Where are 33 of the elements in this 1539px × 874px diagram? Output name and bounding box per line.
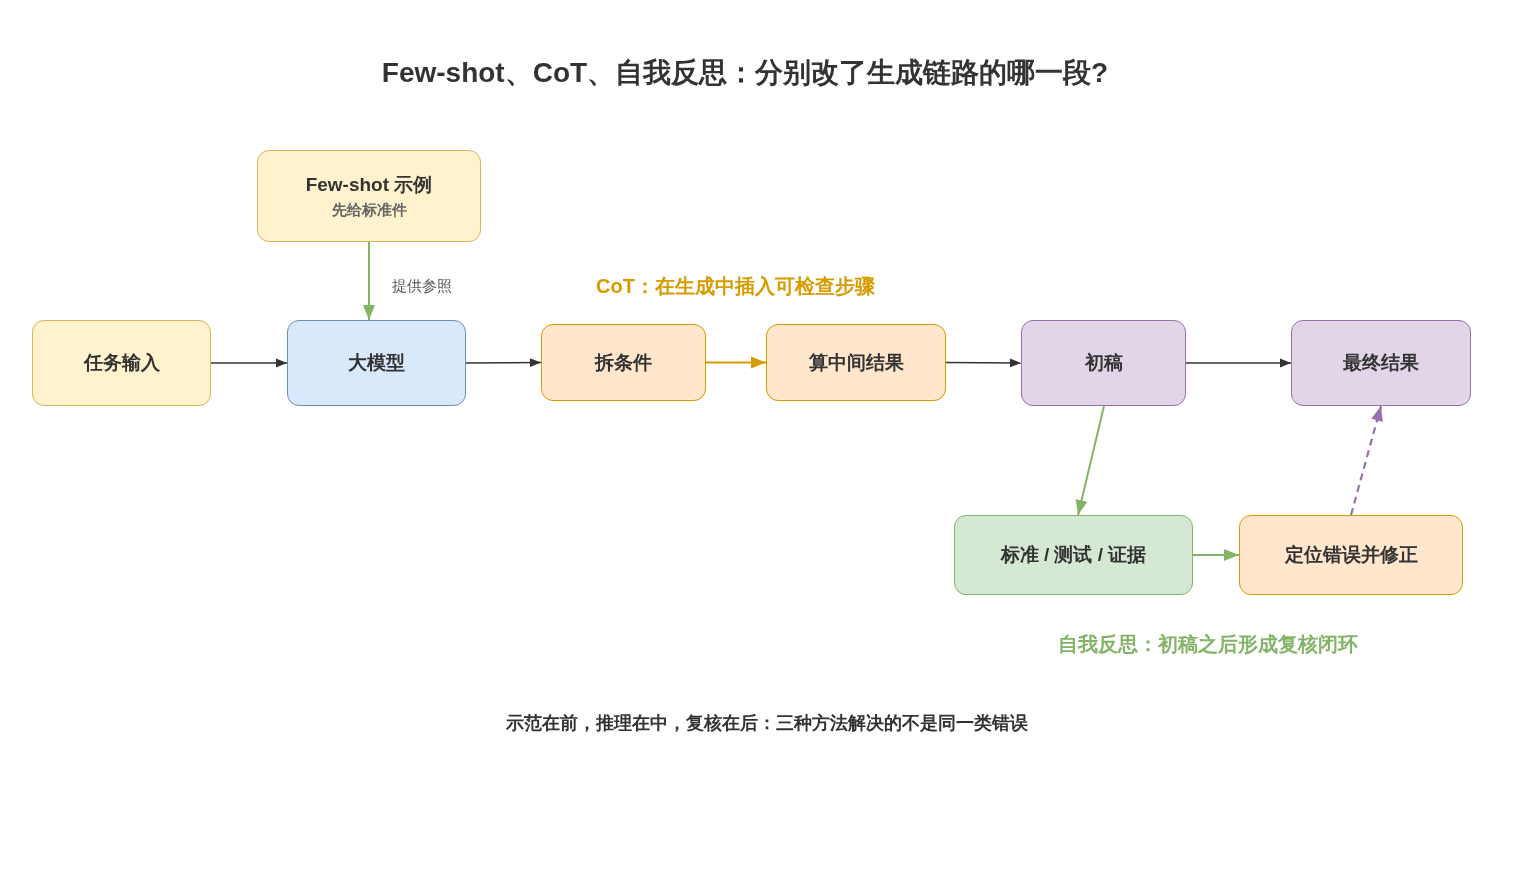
process-box — [1239, 515, 1463, 595]
arrow — [1075, 405, 1105, 516]
box-label: 拆条件 — [595, 350, 652, 375]
box-subtitle: 先给标准件 — [331, 199, 407, 220]
process-box — [1291, 320, 1471, 406]
diagram-title: Few-shot、CoT、自我反思：分别改了生成链路的哪一段? — [380, 56, 1110, 90]
section-label: CoT：在生成中插入可检查步骤 — [596, 274, 875, 299]
arrow — [1349, 405, 1383, 516]
process-box — [1021, 320, 1186, 406]
caption-text: 示范在前，推理在中，复核在后：三种方法解决的不是同一类错误 — [505, 712, 1029, 735]
process-box — [766, 324, 946, 401]
process-box — [32, 320, 211, 406]
edge-label: 提供参照 — [390, 277, 454, 296]
box-label: 标准 / 测试 / 证据 — [1000, 543, 1147, 567]
box-label: 任务输入 — [83, 351, 160, 375]
arrow — [706, 356, 766, 369]
box-label: 初稿 — [1084, 351, 1123, 375]
arrow — [363, 241, 375, 321]
arrow — [945, 358, 1022, 368]
process-box — [257, 150, 481, 242]
arrow — [210, 358, 288, 368]
box-label: 最终结果 — [1343, 351, 1419, 375]
box-label: Few-shot 示例 — [305, 172, 433, 197]
process-box — [954, 515, 1193, 595]
section-label: 自我反思：初稿之后形成复核闭环 — [1058, 632, 1358, 657]
process-box — [287, 320, 466, 406]
arrow — [1192, 549, 1240, 561]
arrow — [1185, 358, 1292, 368]
process-box — [541, 324, 706, 401]
box-label: 大模型 — [348, 351, 405, 375]
arrow — [465, 358, 542, 367]
box-label: 算中间结果 — [808, 350, 904, 375]
box-label: 定位错误并修正 — [1284, 543, 1418, 567]
